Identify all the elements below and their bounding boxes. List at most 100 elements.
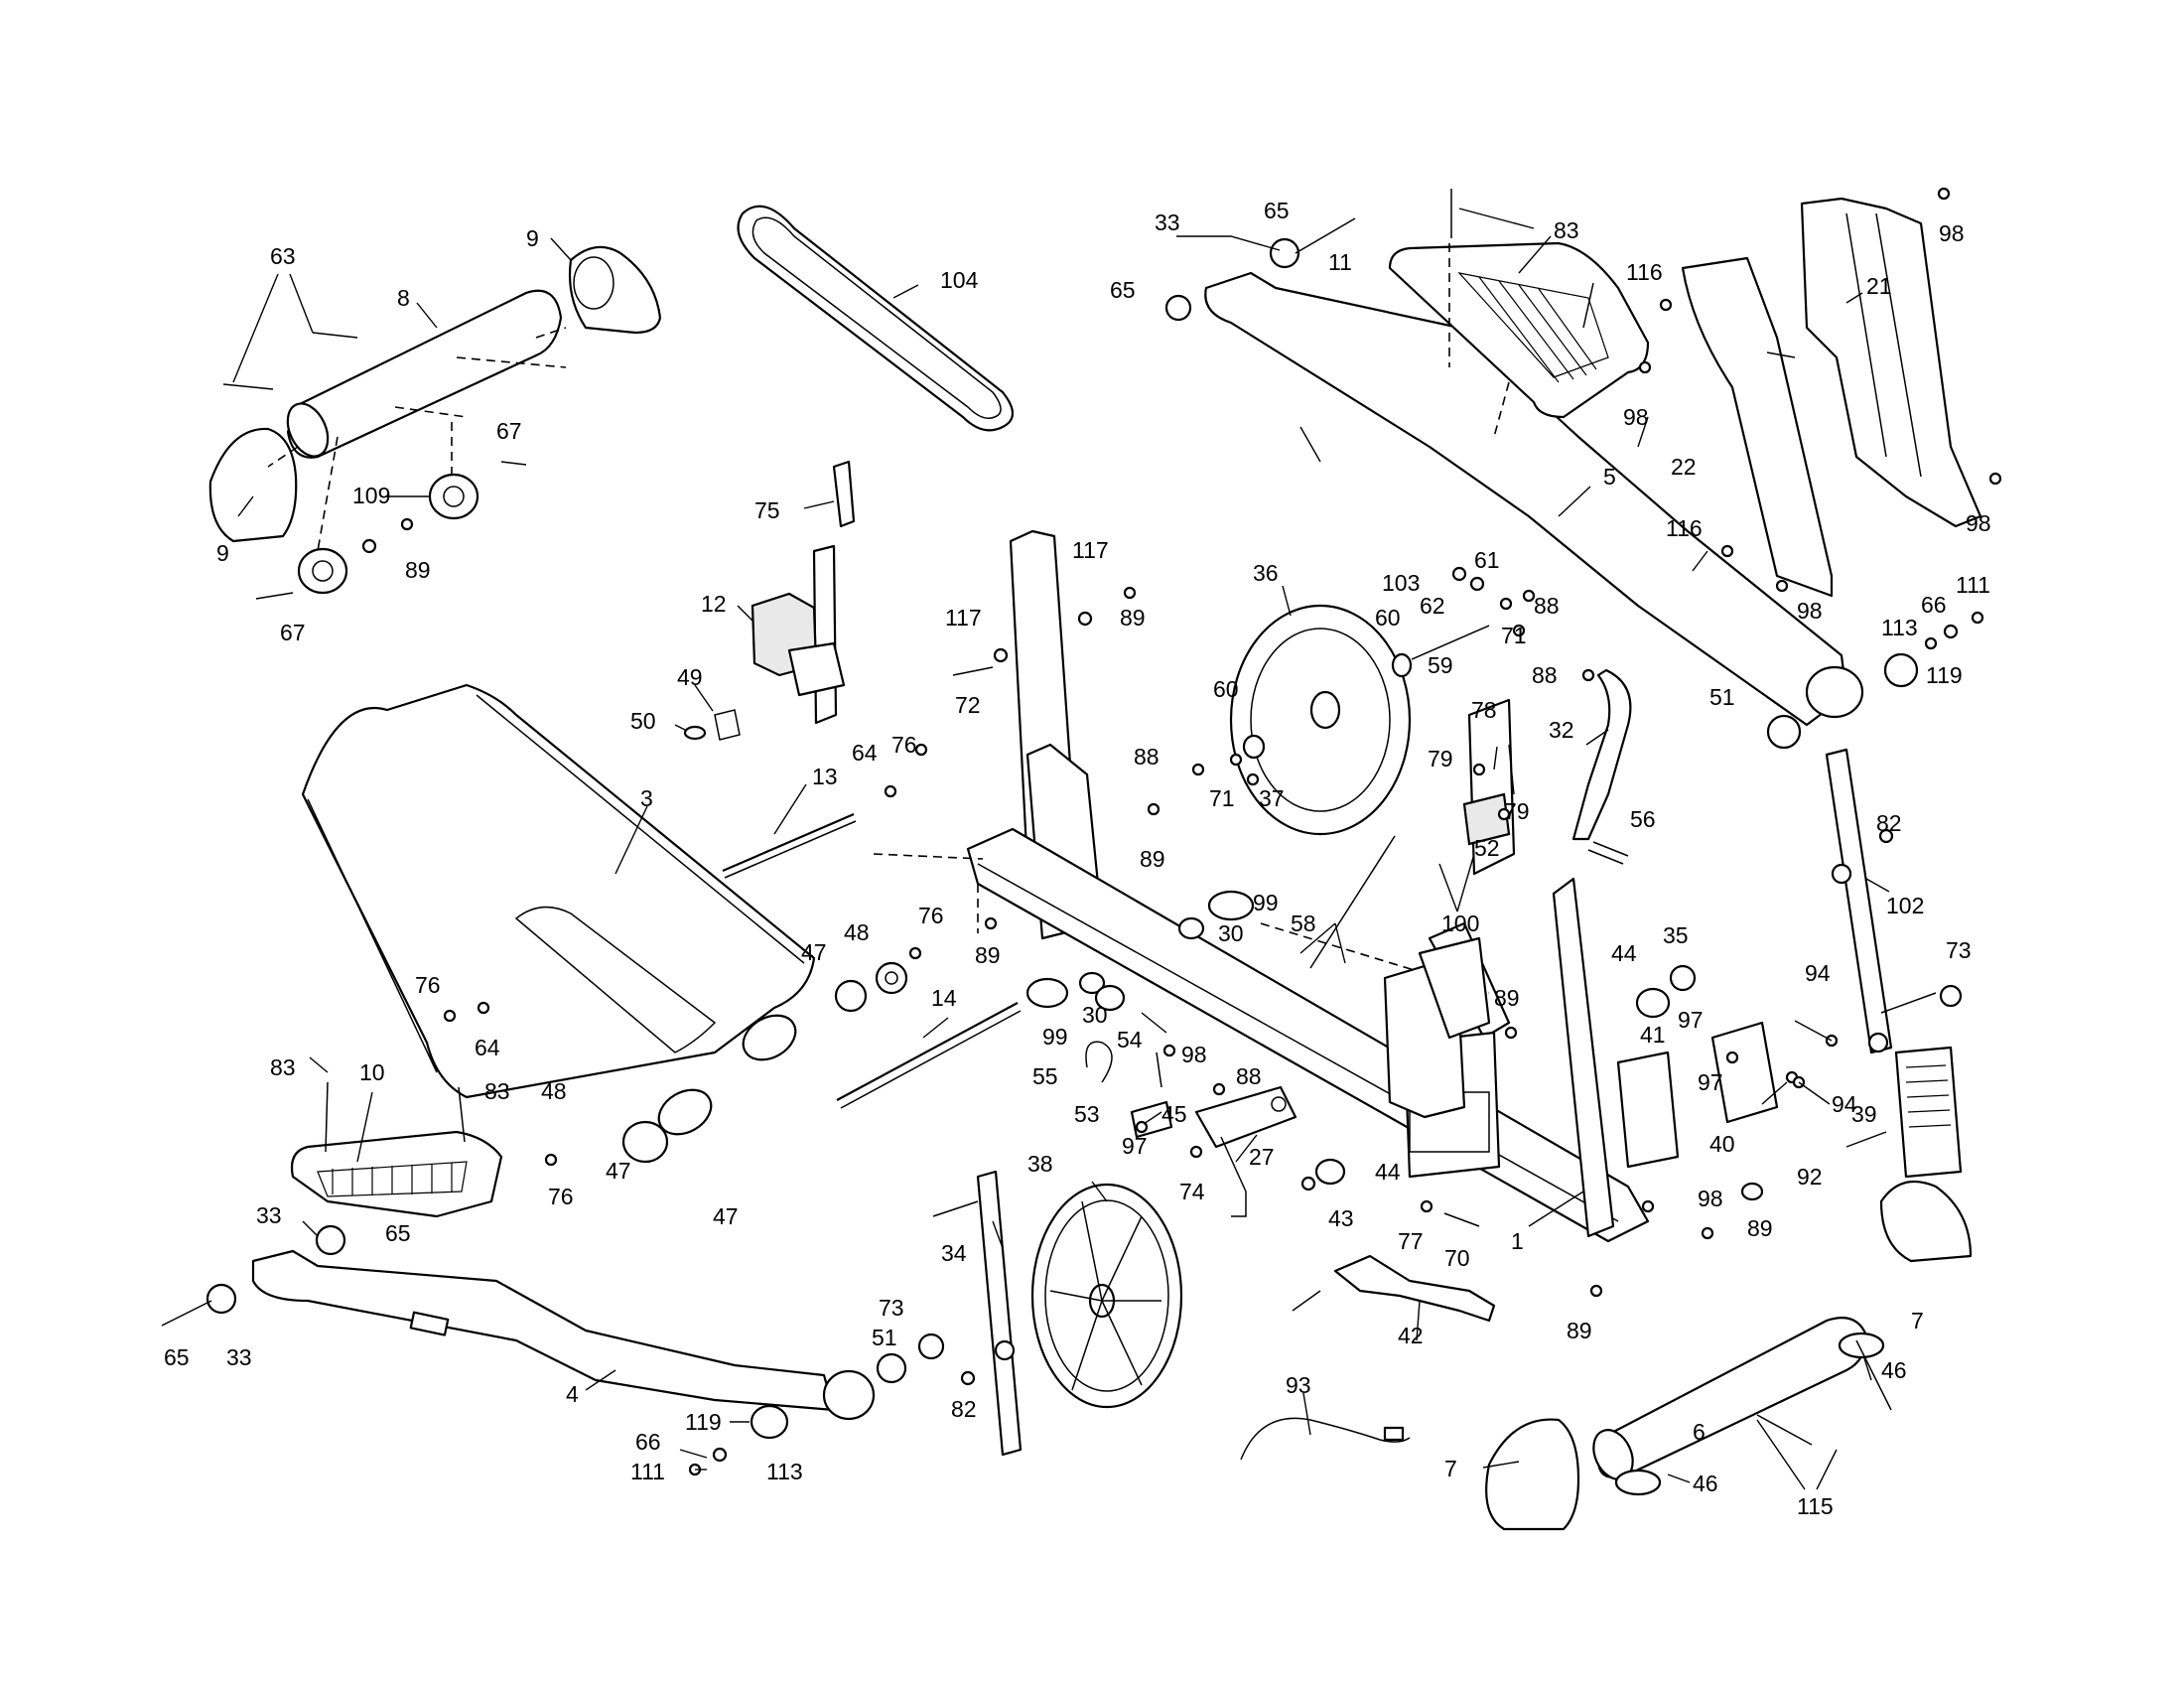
part-label-103: 103 [1382,570,1420,596]
part-label-65: 65 [1264,198,1290,223]
part-label-51: 51 [872,1325,897,1350]
guide-line [456,356,567,368]
part-label-21: 21 [1866,273,1892,299]
bolt-63 [312,332,358,339]
wheel-51 [876,1352,907,1384]
nut-79 [1497,807,1511,821]
shrouds [1681,197,1982,598]
shroud-21-rib [1845,212,1922,478]
bolt-54 [1156,1052,1162,1088]
part-label-71: 71 [1501,623,1527,648]
flywheel-inner [1250,628,1391,812]
leader [1865,878,1890,893]
part-label-98: 98 [1181,1042,1207,1067]
nut-82 [960,1370,976,1386]
leader [1756,1419,1838,1490]
cover-39-vents [1905,1064,1952,1128]
pedal-arm-slot [409,1311,450,1336]
nut-77 [1420,1199,1433,1213]
part-label-113: 113 [766,1459,803,1484]
washer-60-b [1391,652,1413,678]
guide-line [535,327,567,339]
leader [773,783,807,835]
part-label-32: 32 [1549,717,1574,743]
part-label-73: 73 [879,1295,904,1321]
part-label-9: 9 [216,540,229,566]
nut-98 [1162,1044,1176,1057]
part-label-58: 58 [1291,911,1316,936]
leader [679,1449,708,1459]
part-label-50: 50 [630,708,656,734]
part-label-8: 8 [397,285,410,311]
axle-14 [836,1002,1022,1109]
axle-59 [1411,625,1490,660]
post-12 [812,544,838,725]
leader [1845,1131,1887,1148]
nut-116 [1659,298,1673,312]
part-label-65: 65 [164,1344,190,1370]
part-label-113: 113 [1881,615,1918,640]
guide-line [1493,381,1510,438]
part-label-97: 97 [1122,1133,1148,1159]
part-label-33: 33 [226,1344,252,1370]
controller-41 [1616,1051,1680,1169]
nut-79 [1472,763,1486,776]
part-label-51: 51 [1709,684,1735,710]
part-label-47: 47 [606,1158,631,1184]
flywheel-hub [1309,690,1341,730]
frame-rail-edge [977,863,1619,1222]
nut-88 [1581,668,1595,682]
part-label-70: 70 [1444,1245,1470,1271]
leader [585,1369,616,1391]
end-cap-7-right [1879,1180,1973,1263]
part-label-33: 33 [256,1202,282,1228]
part-label-63: 63 [270,243,296,269]
wheel-73 [917,1333,945,1360]
part-label-98: 98 [1623,404,1649,430]
leader [1235,1134,1258,1163]
part-label-71: 71 [1209,785,1235,811]
nut-64 [477,1001,490,1015]
belt-outer [737,205,1015,432]
pedal-tread [1457,272,1609,383]
leader [922,1017,949,1039]
leader [1528,1191,1584,1227]
leader [1143,1111,1162,1125]
crank-arm-34-hub [994,1339,1016,1361]
leader [1282,585,1292,617]
leader [1299,922,1346,964]
pedal-arm-body [251,1249,836,1412]
part-label-77: 77 [1398,1228,1424,1254]
electronics-assembly [1240,936,1963,1461]
part-label-98: 98 [1966,510,1991,536]
foot-46-left [1614,1469,1662,1496]
leader [1863,1357,1872,1381]
part-label-11: 11 [1328,249,1352,275]
leader [674,724,688,732]
part-label-7: 7 [1911,1308,1924,1333]
stabilizer-tube-8 [286,289,563,459]
bushing-35 [1669,964,1697,992]
wheel-109-hub [443,486,465,507]
part-label-7: 7 [1444,1456,1457,1481]
belt-inner [751,216,1002,419]
front-stabilizer-6 [1485,1180,1973,1531]
part-label-13: 13 [812,764,838,789]
stabilizer-tube-6 [1596,1317,1868,1478]
part-label-89: 89 [405,557,431,583]
part-label-88: 88 [1134,744,1160,770]
bolt-83 [1582,282,1594,329]
upright-assembly-12 [683,460,857,879]
nut-71 [1512,624,1526,637]
part-label-119: 119 [1926,662,1963,688]
leader [892,284,919,299]
pedal-arm-end-roller [1805,665,1864,719]
nut-117-b [993,647,1009,663]
nut-89 [1701,1226,1714,1240]
leader [1292,1290,1321,1312]
bolt-115 [1756,1414,1813,1446]
leader [1692,550,1708,572]
part-label-47: 47 [801,939,827,965]
power-cord-93 [1240,1417,1411,1461]
